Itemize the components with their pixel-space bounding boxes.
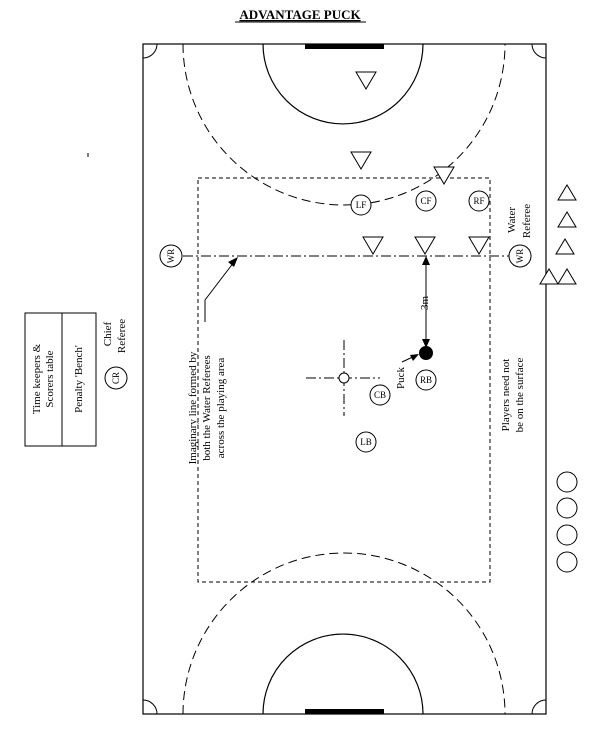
- water-referee-left: WR: [159, 244, 183, 268]
- bench-circle: [556, 497, 578, 519]
- player-rf: RF: [468, 190, 490, 212]
- puck-pointer-head: [410, 354, 419, 361]
- water-referee-right: WR: [508, 244, 532, 268]
- bench-circle: [556, 551, 578, 573]
- player-lb: LB: [355, 431, 377, 453]
- bench-triangle: [555, 238, 575, 255]
- distance-label: 3m: [419, 296, 431, 311]
- player-rf-label: RF: [473, 196, 484, 206]
- imaginary-line-caption-1: Imaginary line formed by: [187, 351, 199, 464]
- attacker-triangle: [414, 236, 436, 255]
- water-referee-caption-2: Referee: [521, 204, 533, 238]
- puck-label: Puck: [395, 367, 407, 390]
- player-rb-label: RB: [420, 375, 432, 385]
- player-rb: RB: [415, 369, 437, 391]
- imaginary-pointer-d: [204, 261, 235, 301]
- water-referee-right-label: WR: [515, 249, 525, 264]
- attacker-triangle: [355, 71, 377, 90]
- imaginary-line-caption-3: across the playing area: [215, 358, 227, 459]
- distance-arrow-down: [422, 339, 430, 348]
- corner-arc-top-left: [142, 43, 158, 59]
- playing-area: [197, 177, 491, 583]
- bench-triangle: [539, 268, 559, 285]
- scorers-table-caption-1: Time keepers &: [31, 343, 43, 414]
- attacker-triangle: [433, 166, 455, 185]
- bench-triangle: [557, 184, 577, 201]
- puck: [419, 346, 433, 360]
- water-referee-caption-1: Water: [506, 207, 518, 233]
- goal-bottom: [305, 709, 384, 714]
- player-lf: LF: [350, 194, 372, 216]
- attacker-triangle: [468, 236, 490, 255]
- dashed-arc-top: [182, 43, 506, 206]
- players-note-1: Players need not: [500, 359, 512, 432]
- corner-arc-bottom-right: [531, 699, 547, 715]
- bench-circle: [556, 471, 578, 493]
- scorers-table-box: [24, 312, 97, 447]
- goal-top: [305, 44, 384, 49]
- chief-referee: CR: [104, 366, 128, 390]
- players-note-2: be on the surface: [514, 357, 526, 432]
- dashed-arc-bottom: [182, 552, 506, 715]
- water-referee-left-label: WR: [166, 249, 176, 264]
- player-cb-label: CB: [374, 390, 386, 400]
- distance-arrow-up: [422, 256, 430, 265]
- chief-referee-caption-2: Referee: [116, 319, 128, 353]
- bench-circle: [556, 524, 578, 546]
- player-cb: CB: [369, 384, 391, 406]
- goal-area-top: [262, 43, 424, 125]
- chief-referee-caption-1: Chief: [102, 321, 114, 346]
- attacker-triangle: [362, 236, 384, 255]
- bench-triangle: [557, 268, 577, 285]
- corner-arc-top-right: [531, 43, 547, 59]
- player-cf: CF: [415, 190, 437, 212]
- corner-arc-bottom-left: [142, 699, 158, 715]
- penalty-bench-caption: Penalty 'Bench': [73, 345, 85, 413]
- bench-triangle: [557, 211, 577, 228]
- chief-referee-label: CR: [111, 372, 121, 384]
- centre-spot: [338, 372, 350, 384]
- imaginary-line-caption-2: both the Water Referees: [201, 355, 213, 461]
- player-cf-label: CF: [420, 196, 431, 206]
- scorers-table-caption-2: Scorers table: [44, 350, 56, 407]
- attacker-triangle: [350, 151, 372, 170]
- diagram-title: ADVANTAGE PUCK: [239, 7, 361, 22]
- goal-area-bottom: [262, 633, 424, 715]
- imaginary-pointer-head: [228, 257, 238, 267]
- player-lf-label: LF: [356, 200, 367, 210]
- player-lb-label: LB: [360, 437, 372, 447]
